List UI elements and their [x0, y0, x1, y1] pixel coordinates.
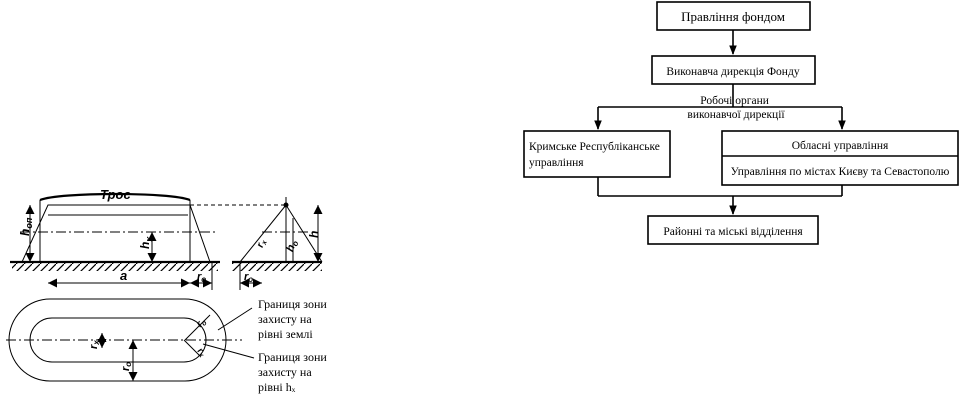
svg-text:Виконавча дирекція Фонду: Виконавча дирекція Фонду	[666, 66, 799, 78]
hx-zone-callout: Границя зони захисту на рівні hₓ	[258, 350, 330, 394]
box-executive-directorate: Виконавча дирекція Фонду	[651, 55, 816, 85]
r-o-dimension-front: ro	[190, 262, 213, 290]
ground-zone-callout: Границя зони захисту на рівні землі	[258, 297, 330, 341]
cable-label: Трос	[100, 187, 131, 202]
svg-text:hоп: hоп	[18, 217, 34, 236]
cable-line	[39, 192, 191, 202]
svg-text:ho: ho	[284, 238, 300, 253]
svg-text:hx: hx	[138, 236, 154, 249]
svg-text:Обласні управління: Обласні управління	[792, 140, 889, 152]
svg-text:rx: rx	[194, 346, 209, 361]
ground-line-front	[10, 260, 220, 271]
svg-text:Управління по містах Києву та: Управління по містах Києву та Севастопол…	[731, 166, 950, 178]
plan-view: rx ro ro rx	[6, 298, 255, 382]
svg-text:Кримське Республіканське: Кримське Республіканське управління	[529, 141, 663, 169]
svg-text:rx: rx	[88, 340, 101, 349]
cable-protection-diagram: Трос hоп hx a ro	[6, 187, 330, 394]
svg-text:a: a	[120, 268, 127, 283]
svg-text:rx: rx	[255, 237, 269, 249]
org-chart: Правління фондом Виконавча дирекція Фонд…	[523, 1, 959, 245]
front-view	[20, 192, 286, 263]
svg-text:ro: ro	[120, 362, 133, 371]
svg-text:Правління фондом: Правління фондом	[681, 9, 785, 24]
ground-line-side	[232, 260, 322, 271]
svg-text:h: h	[307, 231, 321, 238]
a-dimension: a	[48, 268, 190, 288]
box-district-offices: Районні та міські відділення	[647, 215, 819, 245]
h-x-dimension: hx	[138, 232, 157, 262]
svg-text:Районні та міські відділення: Районні та міські відділення	[663, 226, 803, 238]
svg-text:ro: ro	[194, 316, 209, 331]
working-bodies-label: Робочі органи виконавчої дирекції	[687, 95, 785, 121]
box-crimea-office: Кримське Республіканське управління	[523, 130, 671, 178]
svg-text:ro: ro	[197, 271, 206, 284]
box-fund-board: Правління фондом	[656, 1, 811, 31]
side-view: h ho rx ro	[239, 197, 323, 290]
h-op-dimension: hоп	[18, 205, 35, 262]
svg-text:ro: ro	[244, 271, 253, 284]
box-oblast-and-cities: Обласні управління Управління по містах …	[721, 130, 959, 186]
